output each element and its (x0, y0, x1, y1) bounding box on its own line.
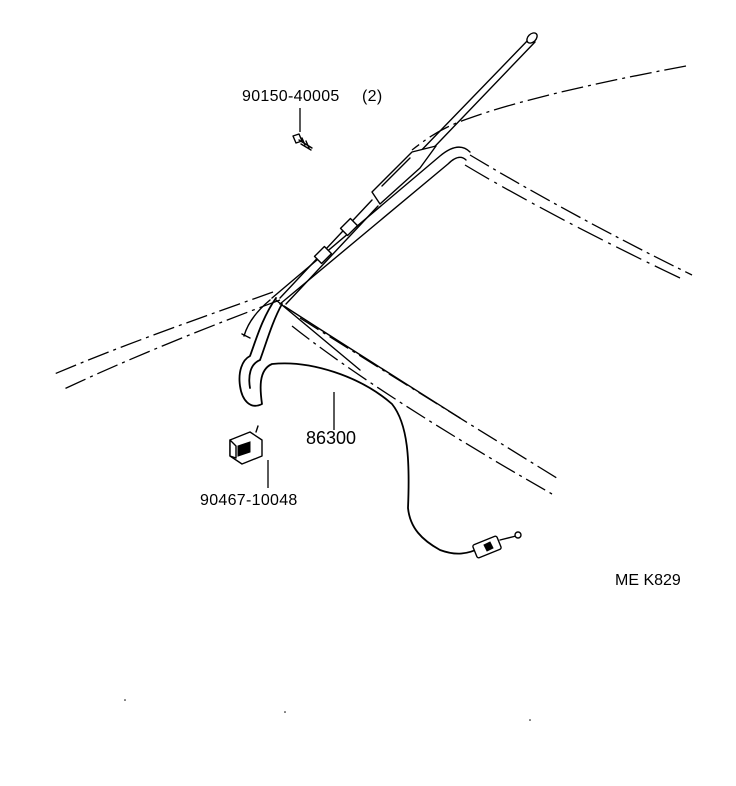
antenna-cable (238, 297, 522, 559)
scan-specks (124, 699, 531, 721)
vehicle-body-outline (51, 65, 693, 495)
screw-part-number: 90150-40005 (242, 88, 340, 105)
clamp (229, 425, 269, 488)
cable-connector (472, 531, 522, 559)
clamp-part-number: 90467-10048 (200, 492, 298, 509)
windshield-frame (271, 146, 471, 419)
screw (292, 108, 313, 151)
antenna-mast (279, 32, 538, 305)
antenna-part-number: 86300 (306, 428, 356, 448)
figure-code: ME K829 (615, 572, 681, 589)
screw-quantity: (2) (362, 88, 382, 105)
